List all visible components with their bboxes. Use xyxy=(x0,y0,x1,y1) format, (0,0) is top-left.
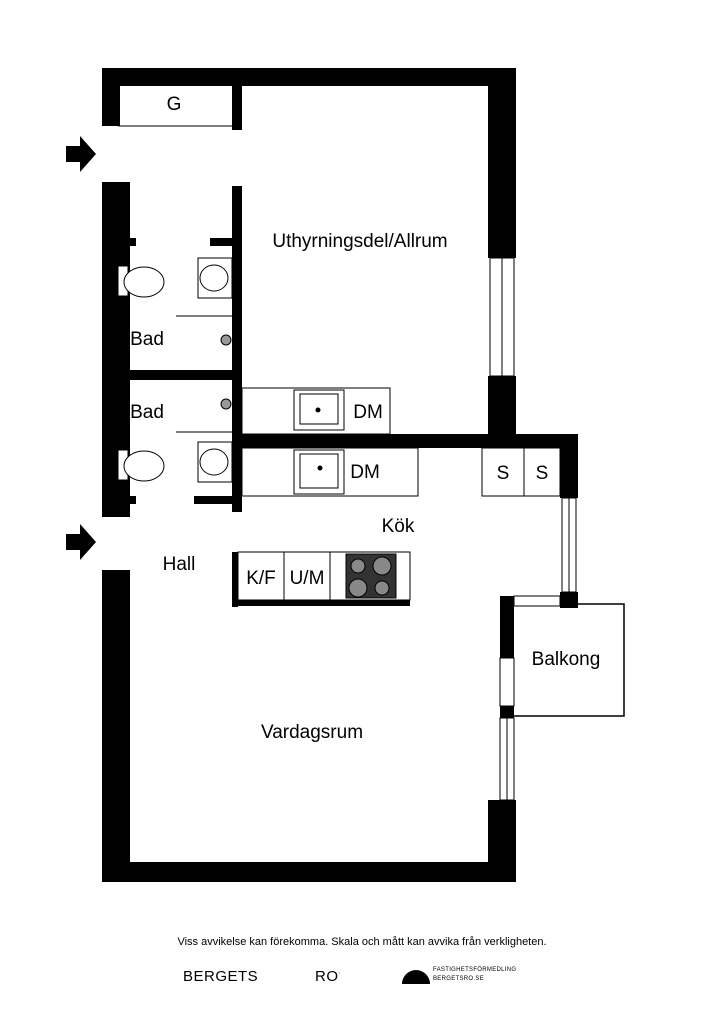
entrance-arrows xyxy=(66,136,96,560)
fixture-label-storage-1: S xyxy=(497,463,510,484)
arrow-icon-lower xyxy=(66,524,96,560)
bath-lower-right-wall xyxy=(232,434,242,512)
closet-right-wall xyxy=(232,86,242,130)
bottom-wall xyxy=(102,862,516,882)
window-balcony-bottom xyxy=(499,657,515,707)
sink-icon xyxy=(199,264,229,292)
storage-2 xyxy=(523,447,561,497)
burner-1-icon xyxy=(350,558,366,574)
room-label-bad-lower: Bad xyxy=(130,402,164,423)
fixture-label-dm-lower: DM xyxy=(350,462,380,483)
toilet-icon-2 xyxy=(123,450,165,482)
top-wall xyxy=(102,68,516,86)
kitchen-top-wall xyxy=(232,434,578,448)
brand-right: RO· xyxy=(315,968,341,985)
shower-head-icon xyxy=(220,334,232,346)
bath-stub-left-2 xyxy=(112,496,136,504)
bath-stub-left-1 xyxy=(112,238,136,246)
toilet-icon xyxy=(123,266,165,298)
allrum-sink-drain-icon xyxy=(315,407,321,413)
room-label-balkong: Balkong xyxy=(532,649,601,670)
interior-walls xyxy=(112,86,578,607)
room-label-kok: Kök xyxy=(382,516,415,537)
burner-4-icon xyxy=(374,580,390,596)
outer-walls xyxy=(102,68,578,882)
room-label-allrum: Uthyrningsdel/Allrum xyxy=(272,231,447,252)
balcony-wall-left-bottom xyxy=(500,706,514,718)
sink-icon-2 xyxy=(199,448,229,476)
island-left-wall xyxy=(232,552,238,607)
room-label-vardagsrum: Vardagsrum xyxy=(261,722,363,743)
disclaimer: Viss avvikelse kan förekomma. Skala och … xyxy=(177,936,547,948)
brand-left: BERGETS xyxy=(183,968,259,985)
burner-3-icon xyxy=(348,578,368,598)
burner-2-icon xyxy=(372,556,392,576)
balcony-outline xyxy=(514,603,625,717)
bath-stub-right-2 xyxy=(194,496,242,504)
room-label-hall: Hall xyxy=(163,554,196,575)
right-wall-upper xyxy=(488,68,516,258)
balcony-wall-top xyxy=(560,592,578,608)
logo-line1: FASTIGHETSFÖRMEDLING xyxy=(433,967,517,973)
kitchen-right-wall xyxy=(560,434,578,498)
fixture-label-kf: K/F xyxy=(246,568,276,589)
fixture-label-um: U/M xyxy=(290,568,325,589)
room-label-garderob: G xyxy=(167,94,182,115)
shower-head-icon-2 xyxy=(220,398,232,410)
floor-plan: G Uthyrningsdel/Allrum Bad Bad DM DM S S… xyxy=(66,68,625,882)
logo-icon xyxy=(402,970,430,984)
brand-right-text: RO xyxy=(315,968,339,985)
kitchen-counter xyxy=(241,447,561,497)
room-label-bad-upper: Bad xyxy=(130,329,164,350)
bathroom-lower-fixtures xyxy=(117,398,233,483)
kitchen-sink-drain-icon xyxy=(317,465,323,471)
bath-stub-right-1 xyxy=(210,238,238,246)
fixture-label-storage-2: S xyxy=(536,463,549,484)
bath-partition-wall xyxy=(232,186,242,436)
kitchen-island xyxy=(237,551,411,601)
bath-divider-wall xyxy=(112,370,242,380)
kitchen-sink-basin-icon xyxy=(299,453,339,489)
logo-line2: BERGETSRO.SE xyxy=(433,976,484,982)
windows xyxy=(489,257,577,801)
balcony-wall-left-top xyxy=(500,596,514,658)
window-balcony-top xyxy=(513,595,561,607)
arrow-icon-upper xyxy=(66,136,96,172)
brand-dot: · xyxy=(338,970,342,977)
right-wall-lower xyxy=(488,800,516,882)
bathroom-upper-fixtures xyxy=(117,257,233,346)
allrum-counter xyxy=(241,387,391,435)
fixture-label-dm-upper: DM xyxy=(353,402,383,423)
storage-1 xyxy=(481,447,525,497)
left-wall-lower xyxy=(102,570,130,882)
right-wall-mid xyxy=(488,376,516,436)
left-wall-upper xyxy=(102,68,120,126)
island-bottom-wall xyxy=(232,600,410,606)
